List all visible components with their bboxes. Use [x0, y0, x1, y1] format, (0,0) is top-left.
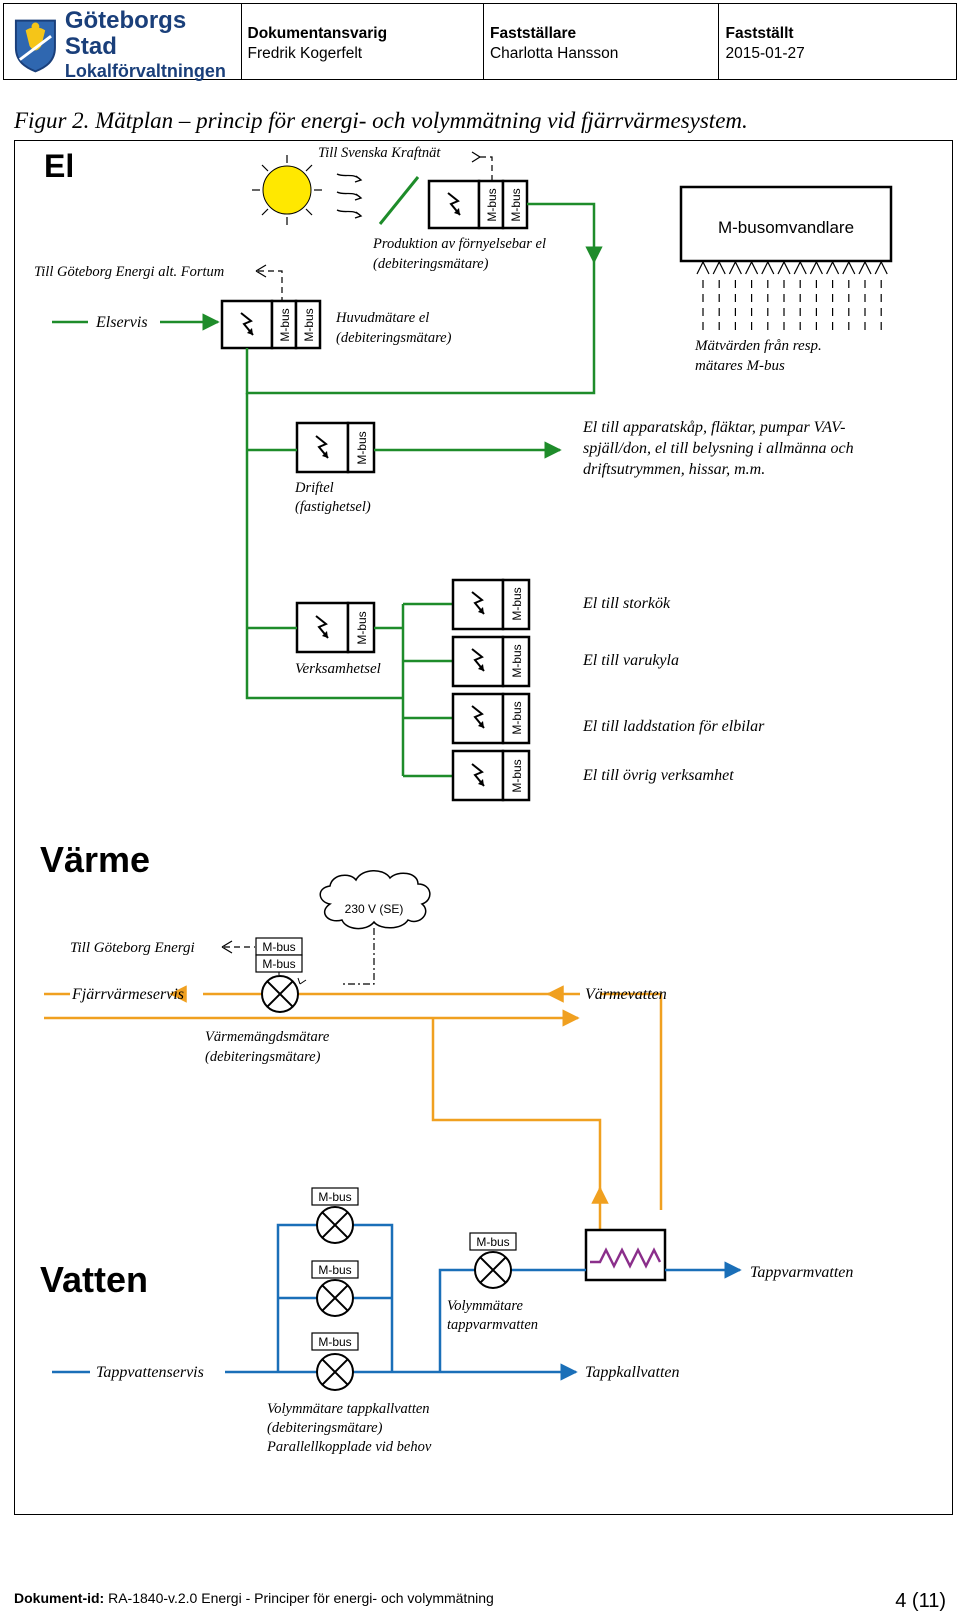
svg-text:230 V (SE): 230 V (SE)	[345, 902, 404, 916]
label-produktion: Produktion av förnyelsebar el	[372, 236, 546, 252]
label-tappkallvatten: Tappkallvatten	[585, 1364, 680, 1381]
approver-cell: Fastställare Charlotta Hansson	[482, 4, 719, 79]
el-heading: El	[44, 148, 74, 184]
svg-text:M-bus: M-bus	[318, 1263, 351, 1277]
label-tappvarmvatten: Tappvarmvatten	[750, 1264, 853, 1281]
approved-date: 2015-01-27	[725, 45, 805, 62]
production-meter: M-bus M-bus	[427, 179, 529, 230]
label-varmemangd: Värmemängdsmätare	[205, 1029, 330, 1045]
vatten-heading: Vatten	[40, 1259, 148, 1300]
figure-caption: Figur 2. Mätplan – princip för energi- o…	[14, 108, 748, 133]
label-driftel-desc-2: spjäll/don, el till belysning i allmänna…	[583, 440, 854, 457]
svg-text:M-bus: M-bus	[510, 644, 524, 677]
heat-exchanger	[584, 1228, 667, 1282]
label-driftel-sub: (fastighetsel)	[295, 499, 371, 515]
sun-icon	[252, 155, 322, 225]
label-volym-tkv: Volymmätare tappkallvatten	[267, 1401, 430, 1417]
label-volym-tkv-sub: (debiteringsmätare)	[267, 1420, 383, 1436]
svg-text:M-bus: M-bus	[318, 1190, 351, 1204]
water-meter-3: M-bus	[311, 1332, 359, 1391]
submeter-laddstation: M-bus	[451, 692, 531, 745]
water-meter-2: M-bus	[311, 1260, 359, 1317]
svg-text:M-bus: M-bus	[510, 701, 524, 734]
label-matvarden: Mätvärden från resp.	[694, 338, 822, 354]
city-crest-icon	[14, 19, 56, 72]
svg-text:M-bus: M-bus	[476, 1235, 509, 1249]
varme-heading: Värme	[40, 839, 150, 880]
label-till-svenska-kraftnat: Till Svenska Kraftnät	[318, 145, 441, 161]
heat-meter	[261, 975, 299, 1013]
sunray-arrows-icon	[336, 173, 363, 219]
label-volym-tkv-note: Parallellkopplade vid behov	[266, 1439, 432, 1455]
label-storkok: El till storkök	[582, 595, 671, 612]
label-till-goteborg-energi: Till Göteborg Energi	[70, 940, 195, 956]
svg-text:M-bus: M-bus	[262, 940, 295, 954]
label-huvudmatare-sub: (debiteringsmätare)	[336, 330, 452, 346]
label-till-goteborg-energi-fortum: Till Göteborg Energi alt. Fortum	[34, 264, 224, 280]
doc-owner-label: Dokumentansvarig	[247, 25, 388, 42]
org-name: Göteborgs Stad	[64, 6, 187, 60]
power-cloud-icon: 230 V (SE)	[319, 870, 431, 930]
driftel-meter: M-bus	[295, 421, 376, 474]
label-fjarrvarmeservis: Fjärrvärmeservis	[71, 986, 184, 1003]
svg-text:M-bus: M-bus	[510, 587, 524, 620]
svg-text:M-bus: M-bus	[355, 611, 369, 644]
submeter-ovrig: M-bus	[451, 749, 531, 802]
figure-frame	[14, 140, 953, 1515]
approver-value: Charlotta Hansson	[489, 45, 619, 62]
doc-id-label: Dokument-id:	[14, 1590, 105, 1606]
label-produktion-sub: (debiteringsmätare)	[373, 256, 489, 272]
label-varmevatten: Värmevatten	[585, 986, 667, 1003]
approver-label: Fastställare	[489, 25, 577, 42]
verksamhetsel-meter: M-bus	[295, 601, 376, 654]
document-header: Göteborgs Stad Lokalförvaltningen Dokume…	[3, 3, 957, 81]
svg-text:M-bus: M-bus	[485, 188, 499, 221]
label-elservis: Elservis	[95, 314, 148, 331]
label-volym-tvv-sub: tappvarmvatten	[447, 1317, 538, 1333]
label-varmemangd-sub: (debiteringsmätare)	[205, 1049, 321, 1065]
approved-date-cell: Fastställt 2015-01-27	[718, 4, 956, 79]
svg-text:M-bus: M-bus	[262, 957, 295, 971]
svg-text:M-busomvandlare: M-busomvandlare	[718, 218, 854, 237]
heat-meter-mbus-labels: M-bus M-bus	[255, 937, 303, 973]
label-matvarden-sub: mätares M-bus	[695, 358, 785, 374]
svg-text:M-bus: M-bus	[355, 431, 369, 464]
page-number: 4 (11)	[895, 1590, 946, 1612]
hot-water-volume-meter: M-bus	[469, 1232, 517, 1289]
submeter-storkok: M-bus	[451, 578, 531, 631]
label-volym-tvv: Volymmätare	[447, 1298, 524, 1314]
approved-label: Fastställt	[725, 25, 794, 42]
label-driftel-desc-1: El till apparatskåp, fläktar, pumpar VAV…	[582, 419, 845, 436]
label-ovrig: El till övrig verksamhet	[582, 767, 734, 784]
label-driftel-desc-3: driftsutrymmen, hissar, m.m.	[583, 461, 765, 478]
svg-text:M-bus: M-bus	[278, 308, 292, 341]
doc-owner-cell: Dokumentansvarig Fredrik Kogerfelt	[240, 4, 483, 79]
footer-doc-id: Dokument-id: RA-1840-v.2.0 Energi - Prin…	[14, 1590, 494, 1606]
label-varukyla: El till varukyla	[582, 652, 679, 669]
label-driftel: Driftel	[294, 480, 334, 496]
main-electricity-meter: M-bus M-bus	[220, 299, 322, 350]
svg-text:M-bus: M-bus	[318, 1335, 351, 1349]
doc-owner-value: Fredrik Kogerfelt	[247, 45, 363, 62]
org-logo-block: Göteborgs Stad Lokalförvaltningen	[4, 4, 241, 81]
solar-panel-icon	[378, 176, 420, 225]
label-huvudmatare: Huvudmätare el	[335, 310, 429, 326]
svg-text:M-bus: M-bus	[302, 308, 316, 341]
svg-text:M-bus: M-bus	[509, 188, 523, 221]
label-verksamhetsel: Verksamhetsel	[295, 661, 381, 677]
org-unit: Lokalförvaltningen	[64, 60, 226, 81]
water-meter-1: M-bus	[311, 1187, 359, 1244]
label-laddstation: El till laddstation för elbilar	[582, 718, 765, 735]
submeter-varukyla: M-bus	[451, 635, 531, 688]
label-tappvattenservis: Tappvattenservis	[96, 1364, 204, 1381]
mbus-converter-box: M-busomvandlare	[679, 185, 893, 332]
svg-text:M-bus: M-bus	[510, 759, 524, 792]
doc-id-value: RA-1840-v.2.0 Energi - Principer för ene…	[108, 1590, 494, 1606]
